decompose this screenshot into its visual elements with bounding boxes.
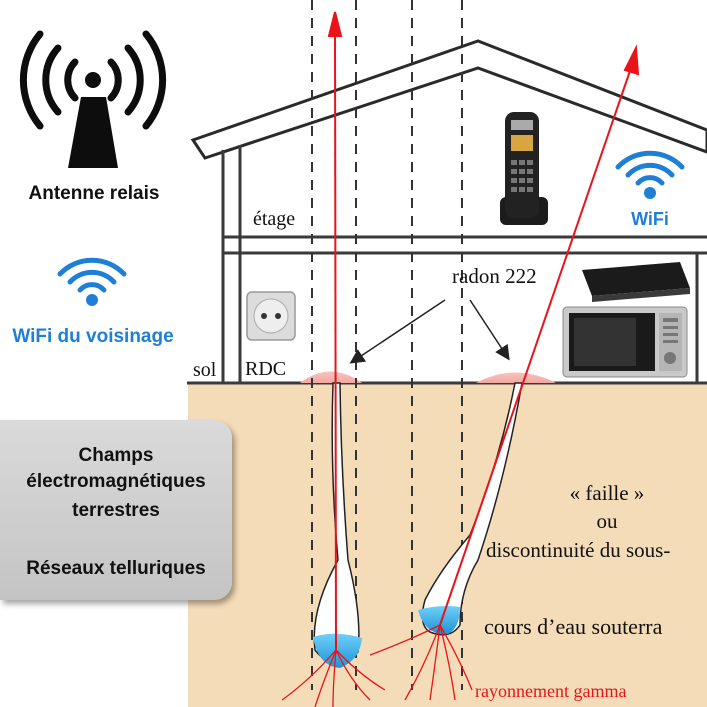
radon-arrows [349,299,510,364]
wifi-house-label: WiFi [631,209,669,229]
fault-label-3: discontinuité du sous- [486,538,670,562]
dashed-guides [311,0,463,690]
radon-label: radon 222 [452,264,537,288]
tv-box-icon [582,262,690,302]
wifi-icon [615,150,685,199]
wifi-icon [57,257,127,306]
wall-socket-icon [246,291,296,341]
radon-glow-left [300,371,362,383]
water-label: cours d’eau souterra [484,614,663,639]
panel-line-1: Champs [78,445,154,466]
microwave-icon [562,306,688,378]
wifi-neighbors-label: WiFi du voisinage [12,326,173,347]
antenna-label: Antenne relais [29,183,160,204]
panel-line-3: terrestres [72,500,160,521]
floor-ground-label: RDC [245,358,286,380]
panel-line-2: électromagnétiques [26,471,206,492]
gamma-rays [281,624,473,707]
antenna-icon [19,30,167,168]
fault-label-2: ou [597,509,619,533]
radon-glow-right [476,372,556,383]
gamma-label: rayonnement gamma [475,681,626,701]
radiation-arrows [327,11,640,651]
house-roof [190,39,707,160]
floor-upper-label: étage [253,208,295,230]
house-walls [187,145,707,385]
soil-area [188,383,707,707]
panel-line-4: Réseaux telluriques [26,558,206,579]
soil-label: sol [193,359,217,381]
info-panel: Champs électromagnétiques terrestres Rés… [0,420,232,600]
phone-icon [500,112,548,225]
fault-label-1: « faille » [570,481,645,505]
